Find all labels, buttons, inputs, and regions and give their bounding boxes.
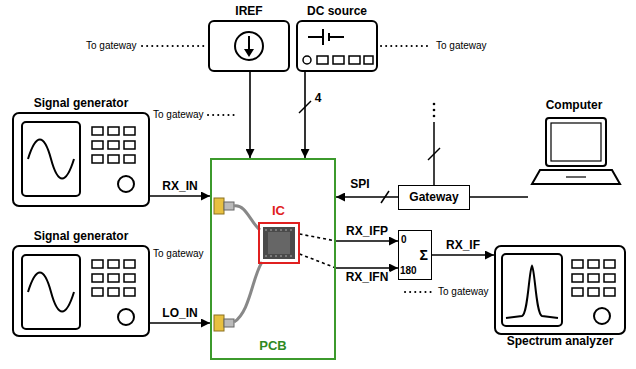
dc-source-box: DC source — [296, 20, 378, 72]
signal-name: SPI — [349, 178, 370, 192]
node-label: DC source — [268, 5, 406, 19]
chip-die — [263, 227, 295, 259]
gateway-note: To gateway — [436, 40, 487, 52]
ic-chip: IC — [258, 222, 300, 264]
continuation-dots — [433, 103, 436, 118]
laptop-icon — [532, 118, 620, 184]
signal-connector — [336, 196, 398, 198]
signal-connector — [432, 254, 494, 256]
computer-icon: Computer — [528, 98, 620, 200]
signal-generator-box: Signal generator — [12, 112, 150, 207]
signal-connector — [249, 72, 251, 158]
gateway-note: To gateway — [153, 248, 204, 260]
signal-connector — [304, 72, 306, 158]
summer-block: 0 180Σ — [398, 230, 432, 280]
signal-generator-icon — [22, 255, 135, 329]
node-label: IREF — [180, 5, 318, 19]
node-label: Spectrum analyzer — [476, 335, 636, 349]
sma-connector — [214, 198, 234, 214]
signal-name: RX_IF — [445, 239, 481, 253]
battery-symbol — [308, 29, 344, 45]
node-label: Σ — [420, 247, 428, 263]
pcb-board: PCB IC — [210, 158, 336, 360]
current-source-symbol — [235, 32, 263, 60]
node-label: PCB — [212, 339, 334, 354]
signal-name: 4 — [314, 92, 323, 106]
signal-name: RX_IN — [161, 180, 198, 194]
spectrum-analyzer-box: Spectrum analyzer — [494, 245, 626, 335]
bond-wire — [234, 206, 260, 230]
gateway-note: To gateway — [438, 286, 489, 298]
bus-slash — [428, 148, 440, 160]
analyzer-buttons — [572, 260, 615, 324]
node-label: 0 — [401, 234, 407, 246]
node-label: IC — [250, 204, 308, 219]
signal-name: RX_IFN — [345, 271, 390, 285]
node-label: Computer — [518, 99, 630, 113]
node-label: Signal generator — [0, 230, 178, 244]
gateway-dotted-wire — [142, 46, 434, 292]
gateway-box: Gateway — [398, 185, 470, 210]
signal-name: LO_IN — [161, 307, 198, 321]
signal-connector — [470, 196, 528, 198]
signal-generator-icon — [22, 122, 135, 196]
signal-connector — [150, 195, 210, 197]
signal-connector — [300, 254, 399, 268]
spectrum-peak — [506, 266, 558, 318]
current-arrow — [248, 36, 250, 51]
current-source-box: IREF — [208, 20, 290, 72]
node-label: 180 — [400, 265, 417, 277]
sma-connector — [214, 315, 234, 331]
signal-connector — [150, 322, 210, 324]
bond-wire — [234, 262, 262, 322]
gateway-note: To gateway — [86, 40, 137, 52]
node-label: Signal generator — [0, 97, 178, 111]
gateway-note: To gateway — [153, 109, 204, 121]
dc-source-buttons — [303, 56, 373, 64]
analyzer-screen — [502, 254, 562, 326]
signal-generator-box: Signal generator — [12, 245, 150, 337]
current-arrow-head — [244, 49, 254, 57]
signal-name: RX_IFP — [345, 225, 389, 239]
node-label: Gateway — [399, 191, 469, 205]
